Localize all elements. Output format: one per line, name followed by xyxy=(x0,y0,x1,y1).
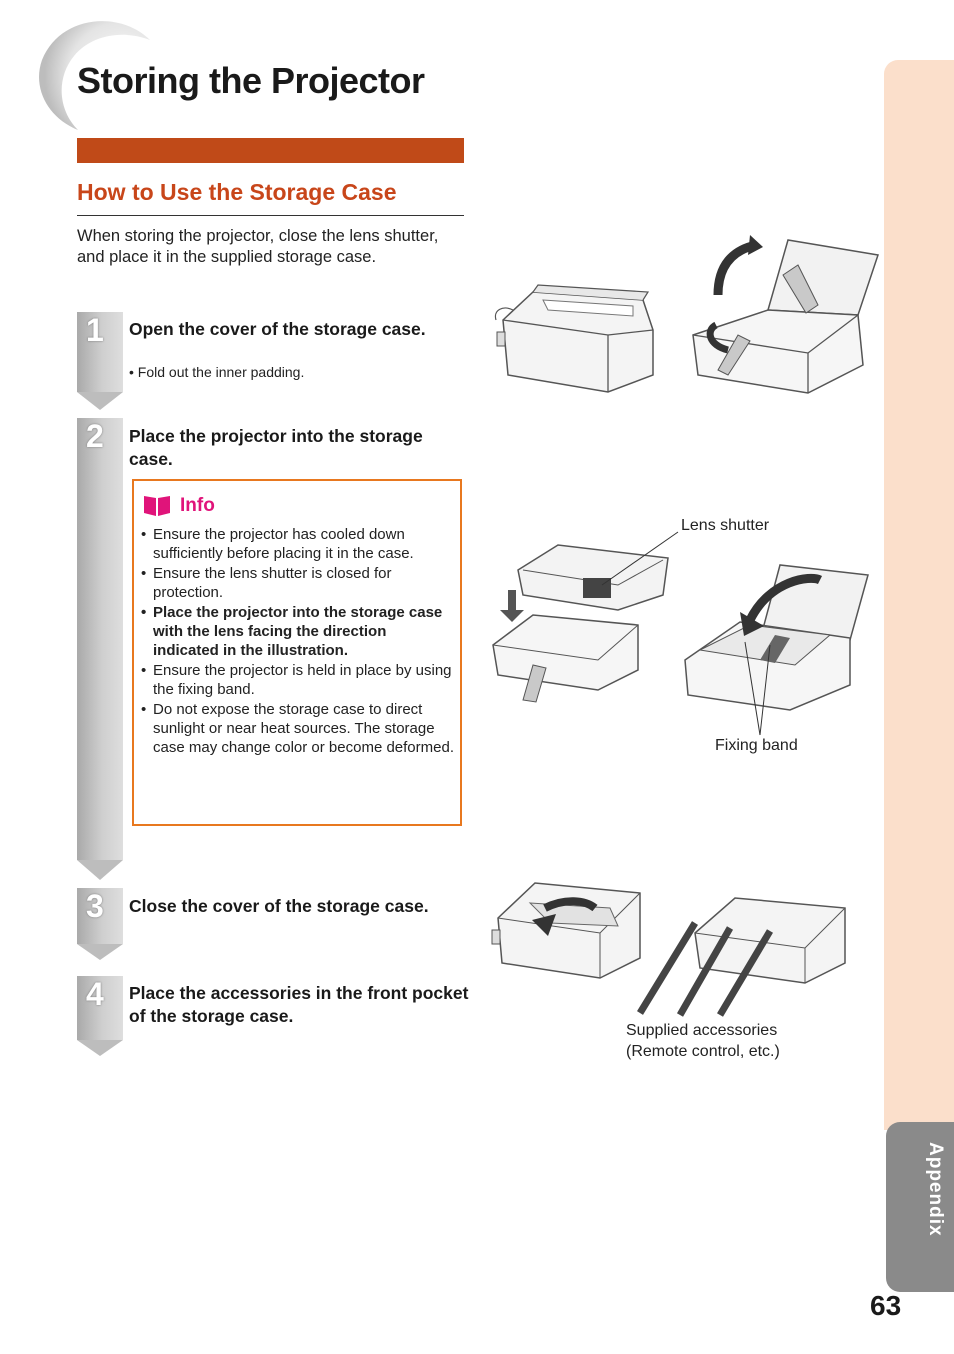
fixing-band-leader-line xyxy=(744,641,771,736)
book-icon xyxy=(144,496,170,516)
info-item: Ensure the lens shutter is closed for pr… xyxy=(141,564,456,603)
step-2-tab xyxy=(77,418,123,860)
step-3-tab xyxy=(77,888,123,944)
fixing-band-label: Fixing band xyxy=(715,737,798,754)
step-3-number: 3 xyxy=(86,888,104,924)
step-1-text: Open the cover of the storage case. xyxy=(129,319,426,339)
info-item: Do not expose the storage case to direct… xyxy=(141,700,456,758)
step-1-note: • Fold out the inner padding. xyxy=(129,364,305,380)
page-number: 63 xyxy=(870,1290,902,1321)
step-1-tab-point xyxy=(77,392,123,410)
step-4-text: Place the accessories in the front pocke… xyxy=(129,983,469,1026)
heading-underline xyxy=(77,215,464,216)
intro-paragraph: When storing the projector, close the le… xyxy=(77,227,439,266)
info-box xyxy=(132,479,462,826)
supplied-accessories-sublabel: (Remote control, etc.) xyxy=(626,1043,780,1060)
supplied-accessories-label: Supplied accessories xyxy=(626,1022,778,1039)
title-swoosh-decoration xyxy=(39,21,150,130)
step-3-text: Close the cover of the storage case. xyxy=(129,896,429,916)
info-item-important: Place the projector into the storage cas… xyxy=(141,603,456,661)
closed-storage-case-illustration xyxy=(494,284,654,393)
info-item: Ensure the projector is held in place by… xyxy=(141,661,456,700)
info-item: Ensure the projector has cooled down suf… xyxy=(141,525,456,564)
step-3-tab-point xyxy=(77,944,123,960)
step-4-number: 4 xyxy=(86,976,104,1012)
step-2-text: Place the projector into the storage cas… xyxy=(129,426,423,469)
step-1-tab xyxy=(77,312,123,392)
closing-cover-illustration xyxy=(491,882,641,979)
step-4-tab xyxy=(77,976,123,1040)
accessories-into-pocket-illustration xyxy=(637,897,846,1017)
appendix-tab-label: Appendix xyxy=(925,1142,946,1237)
opened-storage-case-illustration xyxy=(692,235,879,394)
step-2-number: 2 xyxy=(86,418,104,454)
side-tab-background xyxy=(884,60,954,1130)
lens-shutter-leader-line xyxy=(601,531,679,586)
section-bar xyxy=(77,138,464,163)
info-list: Ensure the projector has cooled down suf… xyxy=(141,525,456,758)
projector-into-case-illustration xyxy=(492,544,669,703)
lens-shutter-label: Lens shutter xyxy=(681,517,770,534)
section-heading: How to Use the Storage Case xyxy=(77,179,397,205)
page-title: Storing the Projector xyxy=(77,60,425,101)
info-title: Info xyxy=(180,495,215,516)
step-2-tab-point xyxy=(77,860,123,880)
appendix-tab[interactable] xyxy=(886,1122,954,1292)
step-4-tab-point xyxy=(77,1040,123,1056)
step-1-number: 1 xyxy=(86,312,104,348)
